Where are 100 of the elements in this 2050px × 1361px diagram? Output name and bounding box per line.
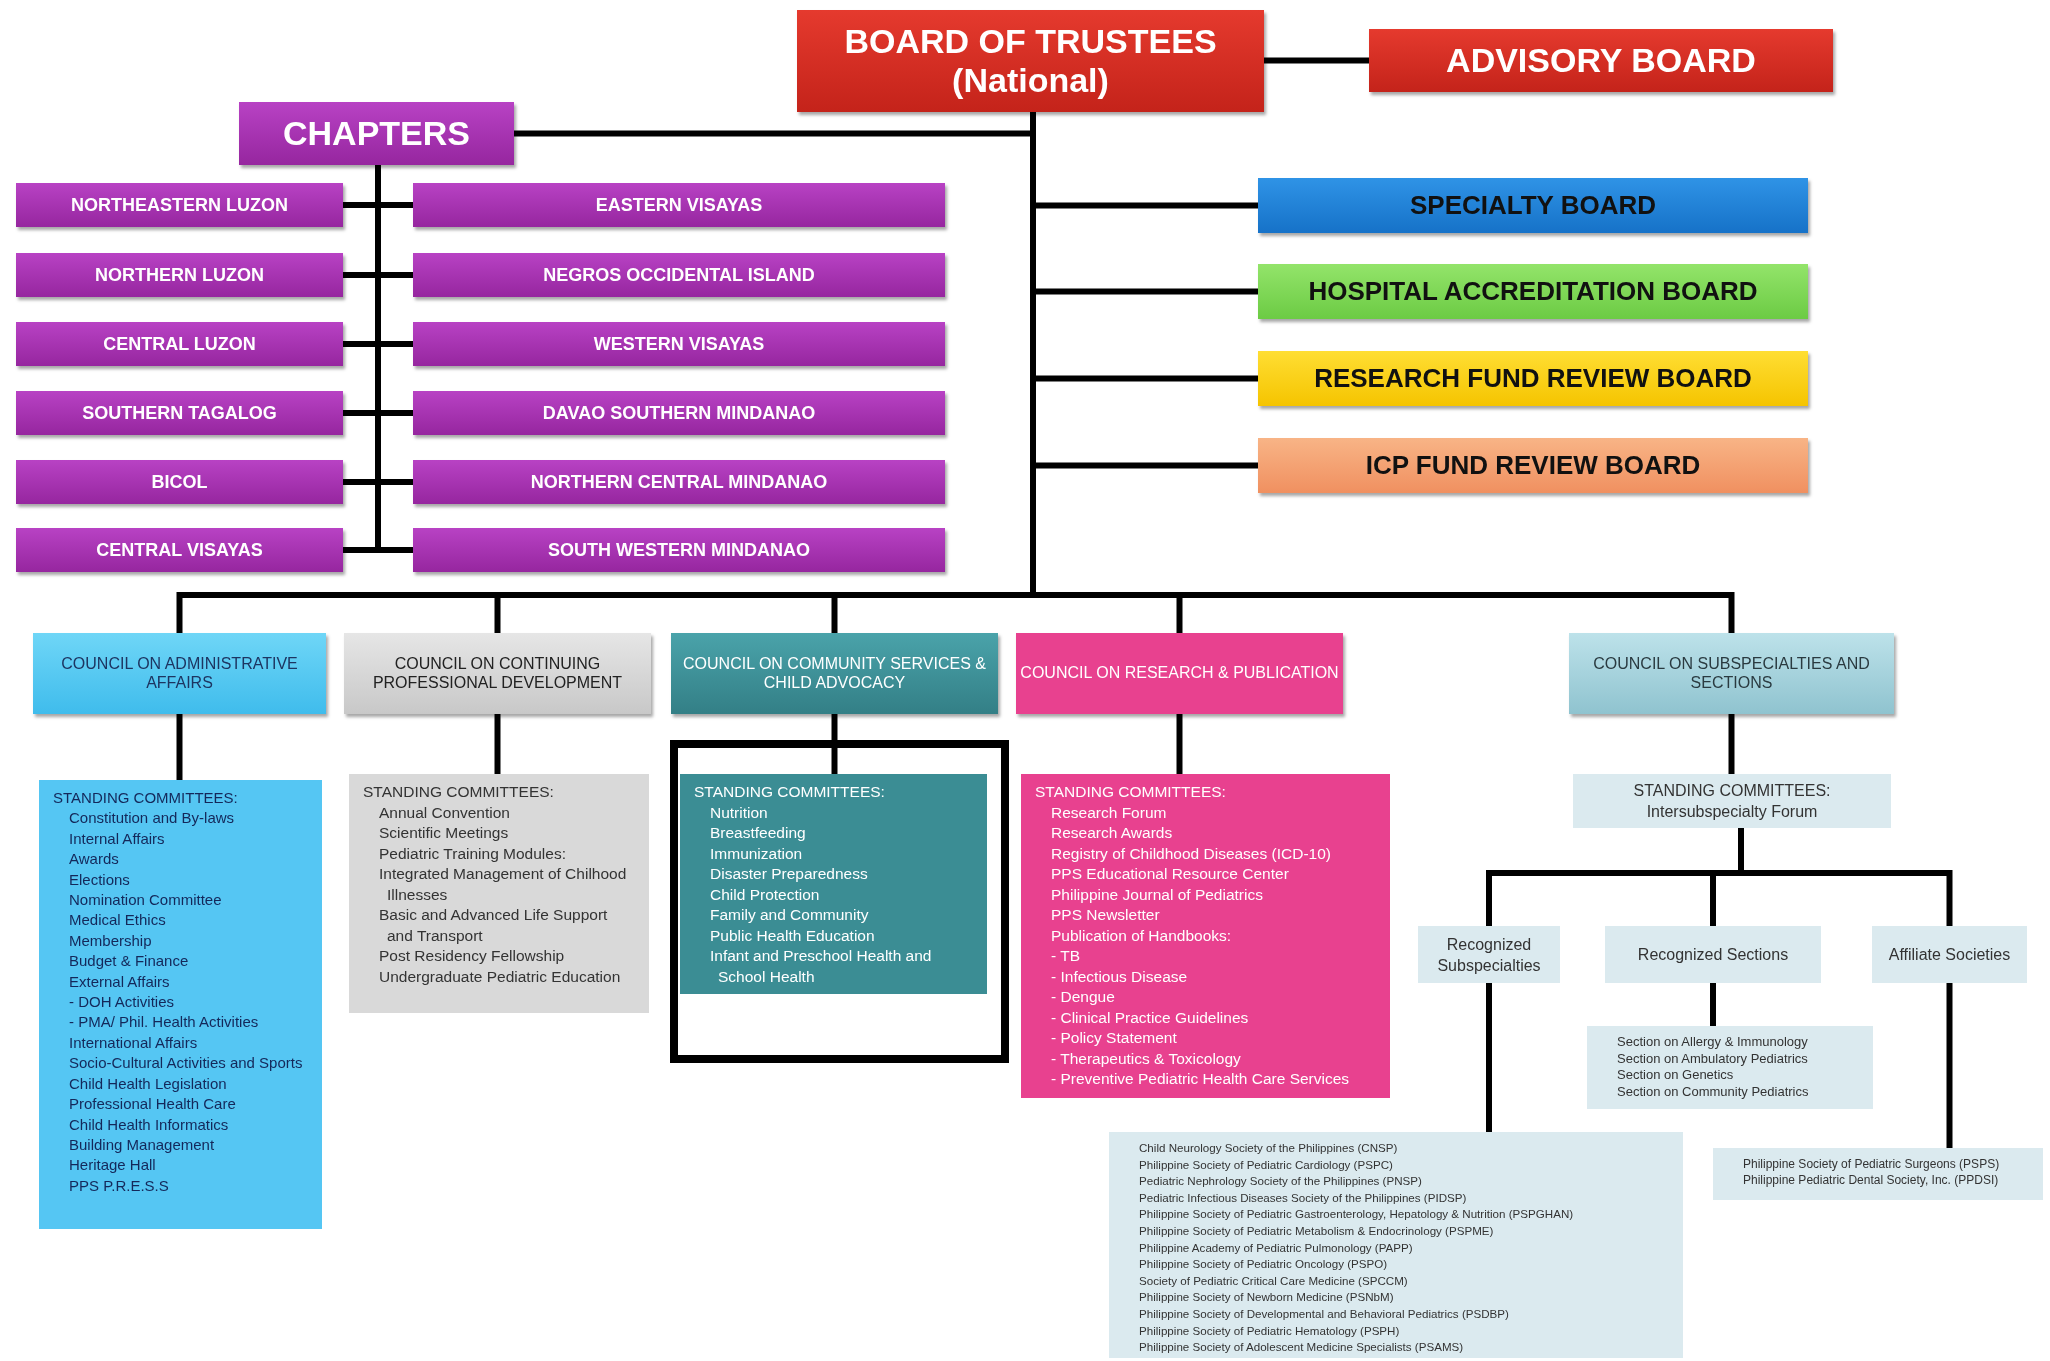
box-label: COUNCIL ON RESEARCH & PUBLICATION [1020, 664, 1339, 683]
box-label: NORTHERN CENTRAL MINDANAO [530, 471, 828, 493]
org-box [33, 633, 326, 714]
list-item: - PMA/ Phil. Health Activities [68, 1012, 260, 1033]
connector-line [1946, 983, 1953, 1148]
list-item: Philippine Society of Pediatric Cardiology (PSPC) [1138, 1156, 1394, 1173]
org-box [1418, 926, 1560, 983]
org-box [1369, 29, 1833, 92]
connector-line [1728, 714, 1735, 774]
org-box [1872, 926, 2027, 983]
list-item: Research Awards [1050, 823, 1174, 843]
list-item: Child Health Legislation [68, 1073, 228, 1094]
list-item: Philippine Academy of Pediatric Pulmonology (PAPP) [1138, 1239, 1414, 1256]
box-label: NORTHERN LUZON [95, 264, 264, 286]
org-box [1258, 438, 1808, 493]
box-label: COUNCIL ON SUBSPECIALTIES AND SECTIONS [1592, 655, 1871, 692]
list-heading: Philippine Society of Pediatric Surgeons (PSPS) [1742, 1156, 2001, 1172]
list-item: Pediatric Training Modules: [378, 843, 567, 864]
connector-line [1264, 57, 1369, 64]
chapter-box [413, 322, 945, 366]
list-item: - Clinical Practice Guidelines [1050, 1007, 1250, 1028]
list-item: Philippine Society of Developmental and Behavioral Pediatrics (PSDBP) [1138, 1305, 1510, 1322]
box-label: (National) [952, 61, 1109, 101]
org-box [344, 633, 651, 714]
box-label: RESEARCH FUND REVIEW BOARD [1314, 363, 1752, 394]
org-box [797, 10, 1264, 112]
connector-line [176, 714, 183, 780]
list-item: Publication of Handbooks: [1050, 925, 1233, 946]
list-item: Undergraduate Pediatric Education [378, 966, 622, 987]
list-item: Socio-Cultural Activities and Sports [68, 1053, 304, 1074]
committee-list-box [1587, 1026, 1873, 1109]
chapter-box [413, 253, 945, 297]
list-item: Post Residency Fellowship [378, 946, 566, 966]
box-label: BOARD OF TRUSTEES [844, 21, 1217, 61]
list-item: External Affairs [68, 971, 171, 992]
list-item: Budget & Finance [68, 951, 190, 972]
list-item: - DOH Activities [68, 992, 175, 1013]
org-box [239, 102, 514, 165]
list-item: Breastfeeding [709, 823, 807, 843]
list-item: Child Health Informatics [68, 1114, 230, 1135]
list-item: Internal Affairs [68, 828, 166, 849]
list-item: Integrated Management of Chilhood Illnesses [378, 864, 628, 905]
box-label: ICP FUND REVIEW BOARD [1365, 450, 1701, 481]
box-label: CENTRAL LUZON [103, 333, 256, 355]
list-item: PPS Educational Resource Center [1050, 864, 1290, 884]
committee-list-box [1109, 1132, 1683, 1358]
list-heading: STANDING COMMITTEES: [1035, 782, 1227, 802]
org-box [1258, 264, 1808, 319]
connector-line [831, 714, 838, 774]
list-item: Nutrition [709, 802, 769, 823]
list-item: International Affairs [68, 1032, 199, 1053]
box-label: Affiliate Societies [1888, 945, 2011, 965]
committee-list-box [39, 780, 322, 1229]
list-heading: STANDING COMMITTEES: [53, 788, 239, 808]
list-item: Immunization [709, 843, 804, 864]
list-item: Philippine Society of Pediatric Oncology (PSPO) [1138, 1256, 1389, 1273]
box-label: COUNCIL ON CONTINUING PROFESSIONAL DEVELOPMENT [371, 655, 624, 692]
list-heading: Section on Allergy & Immunology [1616, 1034, 1809, 1051]
box-label: COUNCIL ON ADMINISTRATIVE AFFAIRS [60, 655, 299, 692]
list-item: Pediatric Infectious Diseases Society of the Philippines (PIDSP) [1138, 1189, 1468, 1206]
chapter-box [413, 528, 945, 572]
list-heading: STANDING COMMITTEES: [363, 782, 555, 802]
list-item: Philippine Society of Pediatric Hematology (PSPH) [1138, 1322, 1401, 1339]
box-label: Intersubspecialty Forum [1646, 802, 1818, 822]
chapter-box [16, 183, 343, 227]
chapter-box [16, 322, 343, 366]
connector-line [1176, 714, 1183, 774]
list-item: Awards [68, 849, 120, 870]
box-label: NEGROS OCCIDENTAL ISLAND [543, 264, 815, 286]
list-item: Scientific Meetings [378, 823, 510, 843]
box-label: STANDING COMMITTEES: [1633, 781, 1831, 801]
chapter-box [413, 460, 945, 504]
list-item: Philippine Society of Pediatric Metabolism & Endocrinology (PSPME) [1138, 1222, 1495, 1239]
box-label: SPECIALTY BOARD [1409, 190, 1657, 221]
list-item: Research Forum [1050, 802, 1168, 823]
committee-list-box [1021, 774, 1390, 1098]
box-label: SOUTH WESTERN MINDANAO [548, 539, 810, 561]
chapter-box [413, 183, 945, 227]
list-item: Philippine Society of Pediatric Gastroenterology, Hepatology & Nutrition (PSPGHAN) [1138, 1206, 1575, 1223]
org-box [1258, 178, 1808, 233]
committee-list-box [680, 774, 987, 994]
box-label: CHAPTERS [283, 113, 470, 154]
org-box [1605, 926, 1821, 983]
box-label: NORTHEASTERN LUZON [71, 194, 288, 216]
list-item: Elections [68, 869, 131, 890]
list-item: Philippine Society of Adolescent Medicine Specialists (PSAMS) [1138, 1339, 1465, 1356]
list-heading: Child Neurology Society of the Philippines (CNSP) [1138, 1140, 1399, 1156]
list-item: Basic and Advanced Life Support and Transport [378, 905, 609, 946]
list-item: - Dengue [1050, 987, 1116, 1007]
chapter-box [16, 460, 343, 504]
box-label: Recognized Subspecialties [1436, 934, 1542, 976]
box-label: EASTERN VISAYAS [595, 194, 763, 216]
org-box [1258, 351, 1808, 406]
list-item: - Policy Statement [1050, 1028, 1178, 1048]
list-item: - Preventive Pediatric Health Care Services [1050, 1069, 1351, 1089]
committee-list-box [349, 774, 649, 1013]
list-item: Philippine Pediatric Dental Society, Inc. (PPDSI) [1742, 1172, 2000, 1188]
list-item: PPS P.R.E.S.S [68, 1175, 170, 1196]
list-item: Public Health Education [709, 925, 876, 946]
list-item: Society of Pediatric Critical Care Medicine (SPCCM) [1138, 1272, 1409, 1289]
